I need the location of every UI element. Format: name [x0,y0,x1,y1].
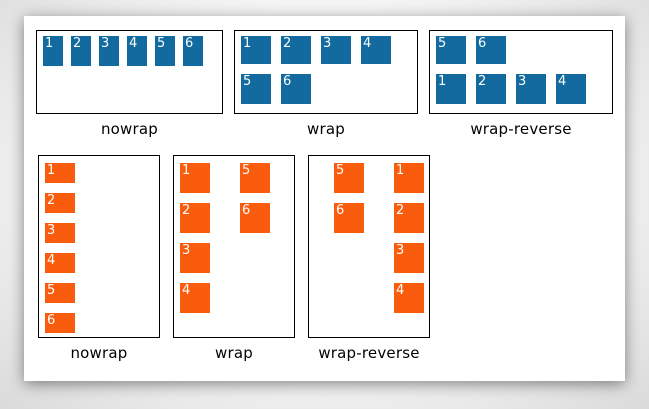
row-direction-demos: 1 2 3 4 5 6 nowrap 1 2 3 4 [36,30,613,142]
flex-item-box: 3 [394,243,424,273]
flex-item-box: 2 [394,203,424,233]
flex-item-box: 6 [334,203,364,233]
column-wrap-panel: 1 2 3 4 5 6 [173,155,295,338]
demo-row-wrap: 1 2 3 4 5 6 wrap [234,30,418,142]
demo-row-wrap-reverse: 5 6 1 2 3 4 wrap-reverse [429,30,613,142]
flex-item-box: 2 [45,193,75,213]
flex-line: 5 6 [436,36,606,64]
flex-line: 1 2 3 4 [394,163,424,337]
flex-line: 1 2 3 4 5 6 [45,163,75,337]
flex-line: 1 2 3 4 [436,74,606,104]
flex-line: 1 2 3 4 [241,36,411,64]
column-wrap-reverse-panel: 5 6 1 2 3 4 [308,155,430,338]
flex-item-box: 1 [394,163,424,193]
flex-item-box: 5 [436,36,466,64]
row-wrap-reverse-label: wrap-reverse [470,120,572,138]
flex-line: 1 2 3 4 [180,163,210,337]
flex-item-box: 5 [155,36,175,66]
flex-item-box: 6 [476,36,506,64]
row-wrap-panel: 1 2 3 4 5 6 [234,30,418,114]
flex-item-box: 1 [43,36,63,66]
column-nowrap-label: nowrap [70,344,128,362]
flex-item-box: 5 [241,74,271,104]
flex-item-box: 1 [241,36,271,64]
column-direction-demos: 1 2 3 4 5 6 nowrap 1 2 3 4 [38,155,613,366]
flex-line: 5 6 [241,74,411,104]
column-wrap-label: wrap [215,344,253,362]
row-wrap-reverse-panel: 5 6 1 2 3 4 [429,30,613,114]
flex-item-box: 6 [183,36,203,66]
column-wrap-reverse-label: wrap-reverse [318,344,420,362]
row-nowrap-label: nowrap [100,120,159,138]
flex-item-box: 6 [281,74,311,104]
flex-line: 5 6 [240,163,270,337]
flex-item-box: 3 [180,243,210,273]
flex-item-box: 1 [45,163,75,183]
flex-item-box: 4 [556,74,586,104]
flex-line: 1 2 3 4 5 6 [43,36,216,66]
flex-item-box: 4 [394,283,424,313]
demo-row-nowrap: 1 2 3 4 5 6 nowrap [36,30,223,142]
flex-item-box: 5 [45,283,75,303]
flex-line: 5 6 [334,163,364,337]
flex-item-box: 6 [240,203,270,233]
flex-item-box: 2 [180,203,210,233]
flex-item-box: 1 [436,74,466,104]
flex-item-box: 5 [240,163,270,193]
demo-column-wrap: 1 2 3 4 5 6 wrap [173,155,295,366]
flex-item-box: 1 [180,163,210,193]
demo-column-nowrap: 1 2 3 4 5 6 nowrap [38,155,160,366]
flex-item-box: 3 [516,74,546,104]
flex-item-box: 6 [45,313,75,333]
row-nowrap-panel: 1 2 3 4 5 6 [36,30,223,114]
flex-item-box: 4 [361,36,391,64]
flex-item-box: 3 [99,36,119,66]
demo-card: 1 2 3 4 5 6 nowrap 1 2 3 4 [24,16,625,381]
flex-item-box: 2 [281,36,311,64]
flex-item-box: 4 [127,36,147,66]
flex-item-box: 4 [45,253,75,273]
flex-item-box: 3 [45,223,75,243]
demo-column-wrap-reverse: 5 6 1 2 3 4 wrap-reverse [308,155,430,366]
flex-item-box: 3 [321,36,351,64]
flex-item-box: 4 [180,283,210,313]
column-nowrap-panel: 1 2 3 4 5 6 [38,155,160,338]
flex-item-box: 2 [71,36,91,66]
row-wrap-label: wrap [307,120,345,138]
flex-item-box: 5 [334,163,364,193]
flex-item-box: 2 [476,74,506,104]
